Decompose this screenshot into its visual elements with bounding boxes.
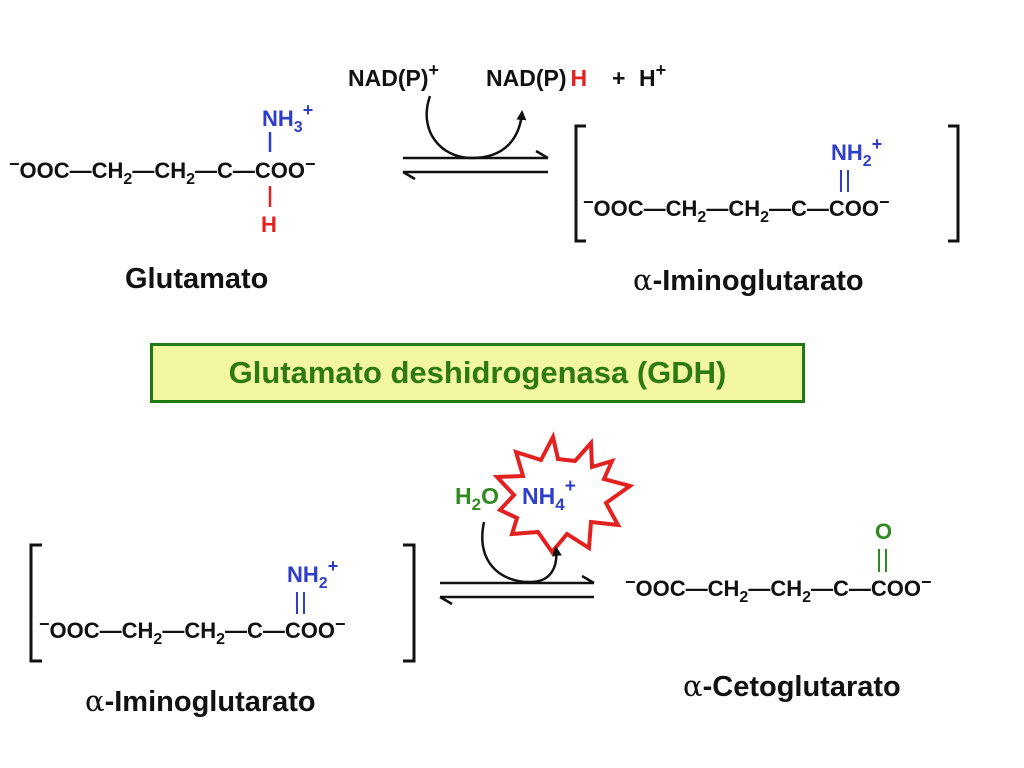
iminoglutarate-structure-1: −OOC—CH2—CH2—C—COO− NH2+ bbox=[574, 124, 960, 243]
cofactor-curved-arrow-2 bbox=[481, 521, 562, 584]
plus-sign: + bbox=[612, 65, 625, 91]
equilibrium-arrow-2 bbox=[439, 574, 595, 606]
ketoglutarate-structure: −OOC—CH2—CH2—C—COO− O bbox=[625, 519, 932, 606]
ammonium-starburst: NH4+ bbox=[492, 431, 635, 556]
enzyme-title: Glutamato deshidrogenasa (GDH) bbox=[228, 355, 727, 390]
label-cetoglutarato: α-Cetoglutarato bbox=[683, 669, 901, 703]
amino-group: NH3+ bbox=[262, 100, 313, 136]
proton: H+ bbox=[639, 60, 666, 91]
svg-text:−OOC—CH2—CH2—C—COO−: −OOC—CH2—CH2—C—COO− bbox=[583, 192, 890, 226]
iminoglutarate-structure-2: −OOC—CH2—CH2—C—COO− NH2+ bbox=[29, 543, 416, 663]
svg-text:−OOC—CH2—CH2—C—COO−: −OOC—CH2—CH2—C—COO− bbox=[39, 614, 346, 648]
cofactor-curved-arrow bbox=[425, 95, 527, 160]
label-glutamato: Glutamato bbox=[125, 263, 268, 295]
ammonium: NH4+ bbox=[522, 476, 576, 514]
cofactor-nadp-in: NAD(P)+ bbox=[348, 60, 439, 91]
cofactor-nadph-out: NAD(P)H bbox=[486, 65, 587, 91]
imino-group: NH2+ bbox=[831, 134, 882, 170]
svg-text:−OOC—CH2—CH2—C—COO−: −OOC—CH2—CH2—C—COO− bbox=[625, 572, 932, 606]
label-iminoglutarato-2: α-Iminoglutarato bbox=[85, 684, 316, 718]
alpha-hydrogen: H bbox=[261, 212, 277, 237]
svg-text:−OOC—CH2—CH2—C—COO−: −OOC—CH2—CH2—C—COO− bbox=[9, 154, 316, 188]
equilibrium-arrow-1 bbox=[402, 149, 549, 181]
enzyme-label-box: Glutamato deshidrogenasa (GDH) bbox=[150, 343, 805, 403]
label-iminoglutarato-1: α-Iminoglutarato bbox=[633, 263, 864, 297]
glutamate-structure: −OOC—CH2—CH2—C—COO− NH3+ H bbox=[9, 100, 316, 237]
oxo-group: O bbox=[875, 519, 892, 544]
imino-group-2: NH2+ bbox=[287, 556, 338, 592]
water: H2O bbox=[455, 483, 499, 514]
